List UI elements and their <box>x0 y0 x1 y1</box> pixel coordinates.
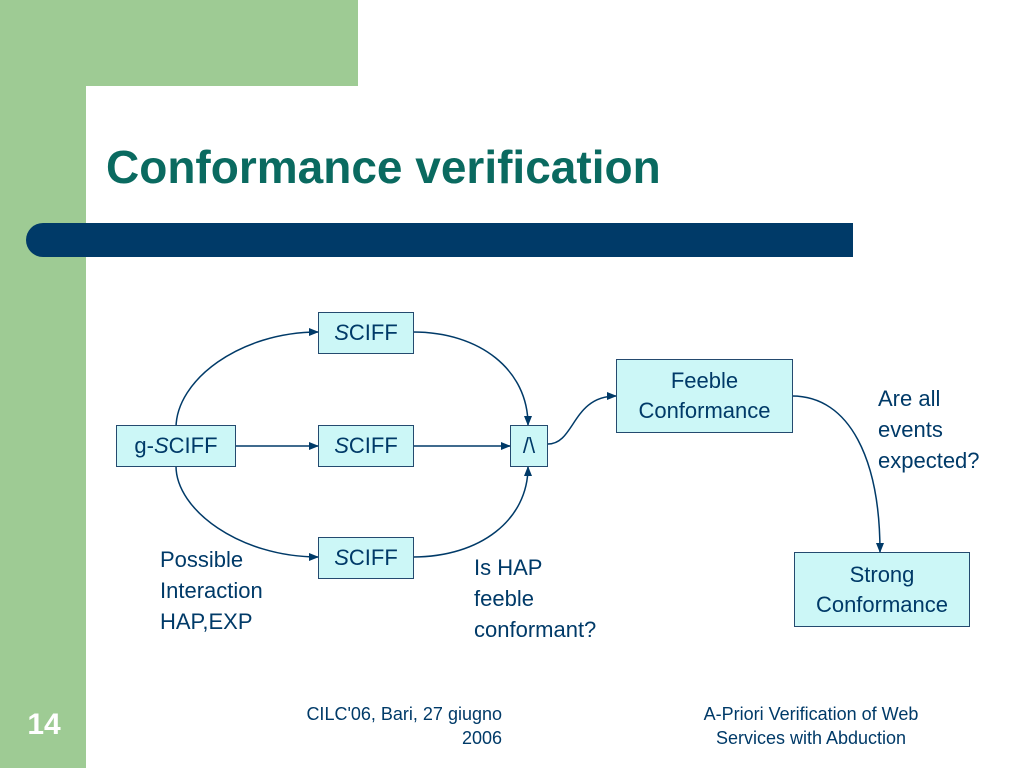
footer-talk-title: A-Priori Verification of Web Services wi… <box>670 702 952 750</box>
footer-conference: CILC'06, Bari, 27 giugno 2006 <box>260 702 502 750</box>
footer-conference-line1: CILC'06, Bari, 27 giugno <box>306 704 502 724</box>
node-and-label: /\ <box>522 433 536 458</box>
node-sciff-bottom-rest: CIFF <box>348 545 398 570</box>
note-are-all-line1: Are all <box>878 386 941 411</box>
slide-number: 14 <box>27 708 61 741</box>
note-is-hap-line1: Is HAP <box>474 555 543 580</box>
edge-gsciff-to-sciff-top <box>175 328 319 429</box>
node-strong-line1: Strong <box>849 561 915 587</box>
footer-talk-line1: A-Priori Verification of Web <box>703 704 919 724</box>
note-possible-line1: Possible <box>160 547 244 572</box>
footer-talk-line2: Services with Abduction <box>715 728 907 748</box>
slide-title: Conformance verification <box>106 141 661 193</box>
title-underline-bar <box>26 223 853 257</box>
node-sciff-bottom-italic: S <box>334 545 349 570</box>
footer-conference-line2: 2006 <box>461 728 502 748</box>
node-sciff-mid-italic: S <box>334 433 349 458</box>
note-are-all-events: Are all events expected? <box>878 383 980 476</box>
edge-gsciff-to-sciff-bottom <box>175 465 319 561</box>
node-sciff-mid-rest: CIFF <box>348 433 398 458</box>
edge-and-to-feeble <box>547 392 617 445</box>
note-is-hap: Is HAP feeble conformant? <box>474 552 596 645</box>
node-sciff-top-rest: CIFF <box>348 320 398 345</box>
white-rounded-corner <box>86 86 206 206</box>
note-is-hap-line3: conformant? <box>474 617 597 642</box>
node-g-sciff-prefix: g- <box>134 433 154 458</box>
note-possible-line2: Interaction <box>160 578 263 603</box>
node-g-sciff-italic: S <box>153 433 169 458</box>
edge-feeble-to-strong <box>791 395 884 553</box>
node-feeble-line1: Feeble <box>670 368 739 393</box>
node-and: /\ <box>510 425 548 467</box>
node-g-sciff-rest: CIFF <box>168 433 218 458</box>
edge-sciff-top-to-and <box>412 331 532 426</box>
note-is-hap-line2: feeble <box>474 586 534 611</box>
note-are-all-line2: events <box>878 417 943 442</box>
note-are-all-line3: expected? <box>878 448 980 473</box>
node-feeble-conformance: Feeble Conformance <box>616 359 793 433</box>
node-sciff-top-italic: S <box>334 320 349 345</box>
node-strong-conformance: Strong Conformance <box>794 552 970 627</box>
node-strong-line2: Conformance <box>815 591 949 617</box>
edge-sciff-bottom-to-and <box>412 466 532 558</box>
green-band-left <box>0 0 86 768</box>
node-feeble-line2: Conformance <box>638 398 771 423</box>
note-possible-line3: HAP,EXP <box>160 609 253 634</box>
note-possible-interaction: Possible Interaction HAP,EXP <box>160 544 263 637</box>
